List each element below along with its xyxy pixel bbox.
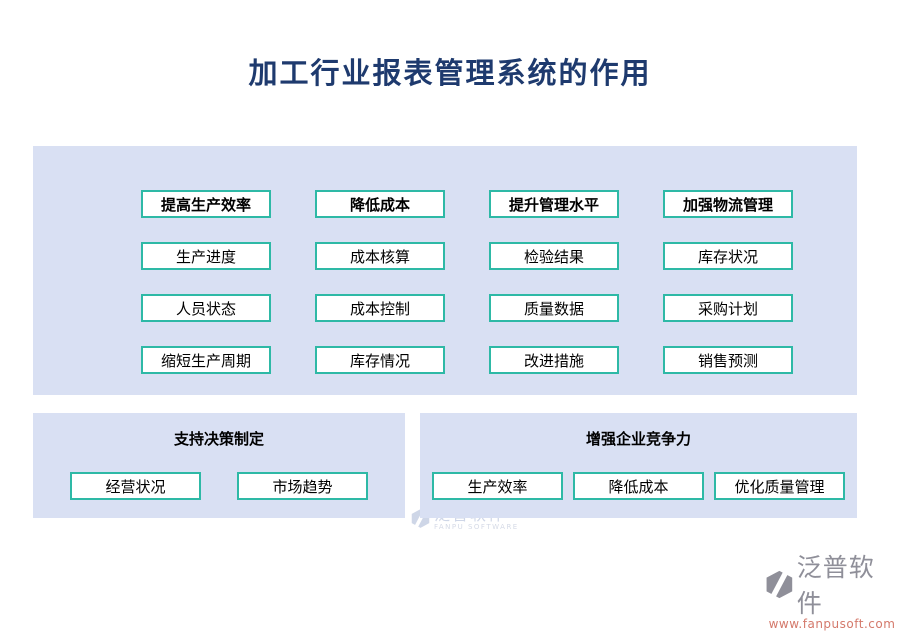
button-cost-reduction[interactable]: 降低成本 [573,472,704,500]
column-cost-reduction: 降低成本 成本核算 成本控制 库存情况 [315,190,445,374]
button-purchase-plan[interactable]: 采购计划 [663,294,793,322]
button-personnel-status[interactable]: 人员状态 [141,294,271,322]
fanpu-logo-icon [766,568,794,600]
button-operating-status[interactable]: 经营状况 [70,472,201,500]
fanpu-logo-name: 泛普软件 [796,553,875,618]
column-production-efficiency: 提高生产效率 生产进度 人员状态 缩短生产周期 [141,190,271,374]
button-shorten-production-cycle[interactable]: 缩短生产周期 [141,346,271,374]
button-production-progress[interactable]: 生产进度 [141,242,271,270]
button-production-efficiency[interactable]: 生产效率 [432,472,563,500]
competitiveness-header: 增强企业竞争力 [585,430,691,448]
fanpu-logo-row: 泛普软件 [764,548,900,620]
competitiveness-panel: 增强企业竞争力 生产效率 降低成本 优化质量管理 [420,413,857,518]
page-title: 加工行业报表管理系统的作用 [248,56,652,90]
column-logistics-management: 加强物流管理 库存状况 采购计划 销售预测 [663,190,793,374]
fanpu-logo-url[interactable]: www.fanpusoft.com [768,617,896,631]
functions-grid: 提高生产效率 生产进度 人员状态 缩短生产周期 降低成本 成本核算 成本控制 库… [33,146,857,374]
button-inspection-results[interactable]: 检验结果 [489,242,619,270]
button-sales-forecast[interactable]: 销售预测 [663,346,793,374]
header-button-improve-production-efficiency[interactable]: 提高生产效率 [141,190,271,218]
column-management-level: 提升管理水平 检验结果 质量数据 改进措施 [489,190,619,374]
button-market-trends[interactable]: 市场趋势 [237,472,368,500]
button-optimize-quality-management[interactable]: 优化质量管理 [714,472,845,500]
button-cost-accounting[interactable]: 成本核算 [315,242,445,270]
button-inventory-status[interactable]: 库存状况 [663,242,793,270]
header-button-reduce-cost[interactable]: 降低成本 [315,190,445,218]
button-quality-data[interactable]: 质量数据 [489,294,619,322]
watermark-subtitle: FANPU SOFTWARE [434,523,519,531]
decision-support-buttons: 经营状况 市场趋势 [33,472,405,500]
fanpu-logo: 泛普软件 www.fanpusoft.com [764,548,900,631]
competitiveness-buttons: 生产效率 降低成本 优化质量管理 [420,472,857,500]
button-inventory-situation[interactable]: 库存情况 [315,346,445,374]
decision-support-panel: 支持决策制定 经营状况 市场趋势 [33,413,405,518]
decision-support-header: 支持决策制定 [173,430,264,448]
main-functions-panel: 提高生产效率 生产进度 人员状态 缩短生产周期 降低成本 成本核算 成本控制 库… [33,146,857,531]
header-button-improve-management-level[interactable]: 提升管理水平 [489,190,619,218]
button-improvement-measures[interactable]: 改进措施 [489,346,619,374]
header-button-strengthen-logistics[interactable]: 加强物流管理 [663,190,793,218]
button-cost-control[interactable]: 成本控制 [315,294,445,322]
